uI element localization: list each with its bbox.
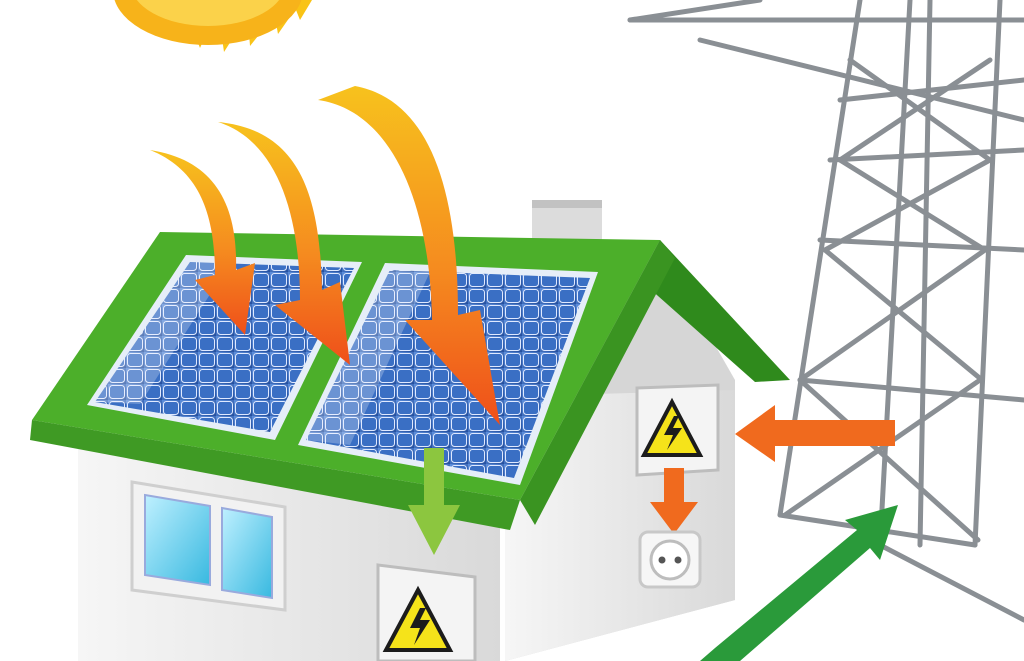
front-meter-box [376,563,477,661]
grid-export-arrow [700,505,898,661]
lightning-warning-icon [382,585,454,652]
transmission-tower-icon [627,0,1024,623]
front-window [130,480,287,612]
power-outlet-icon [638,530,702,589]
solar-panel-right [298,263,598,485]
lightning-warning-icon [640,397,704,457]
sunlight-arrows [150,86,500,425]
meter-to-outlet-arrow [650,468,698,534]
grid-import-arrow [735,405,895,462]
panel-to-meter-arrow [408,448,460,555]
side-meter-box [635,383,720,477]
sun-icon [114,0,312,52]
